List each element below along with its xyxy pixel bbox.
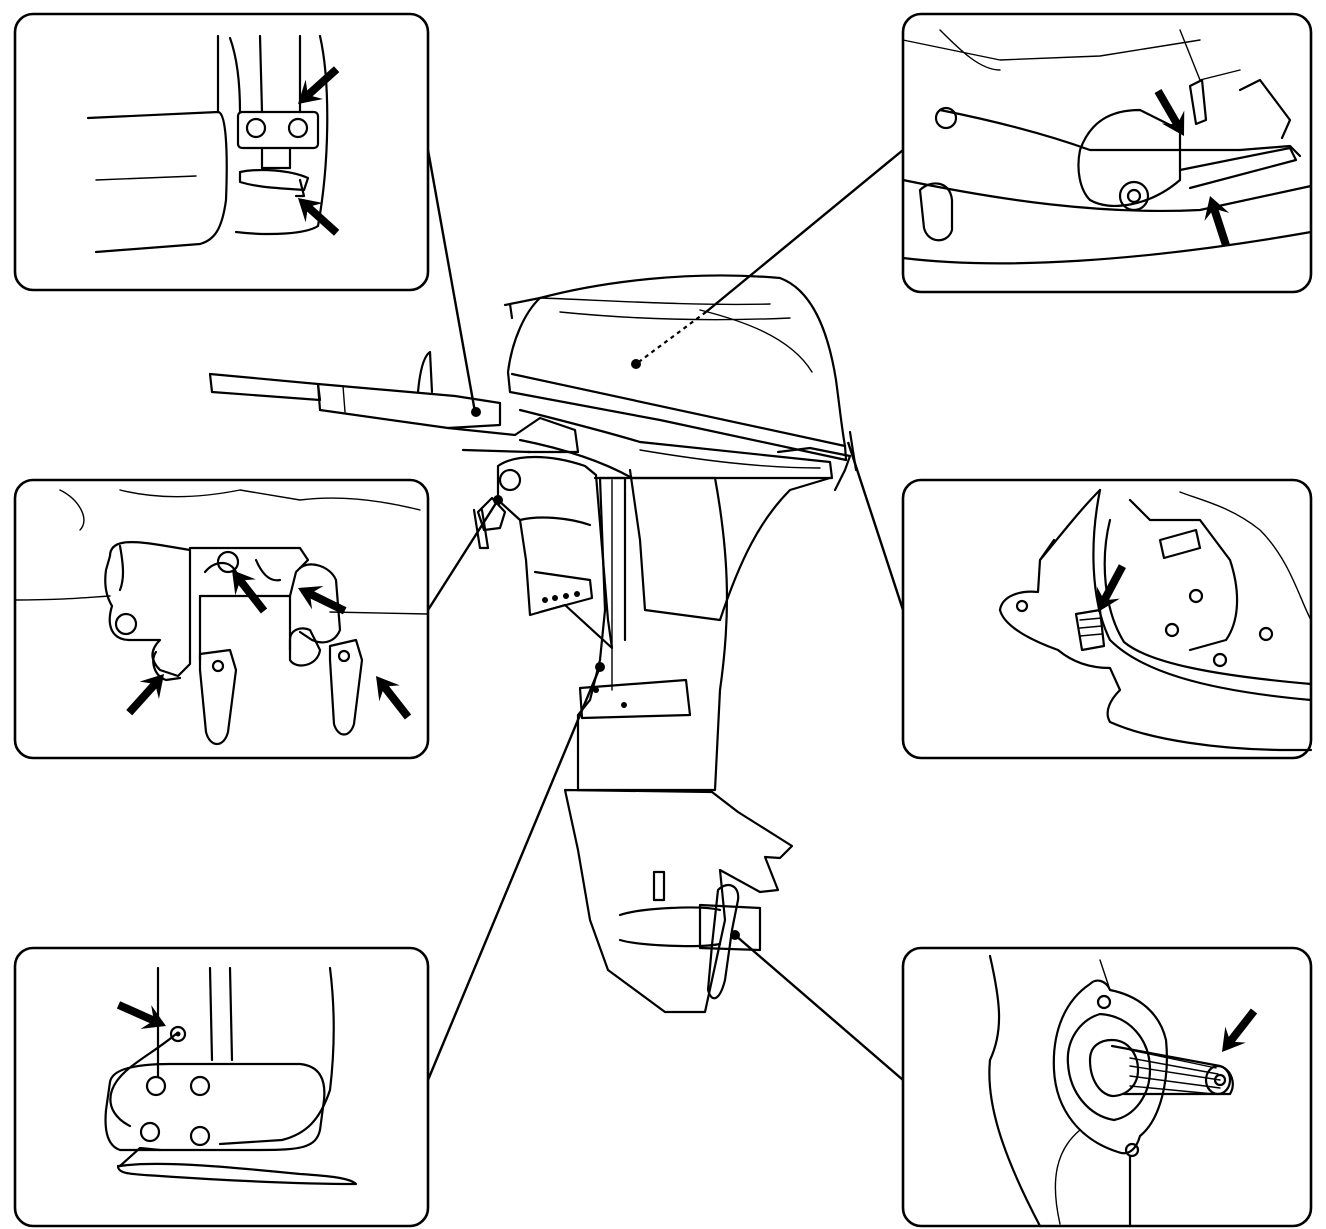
- detail-clamp-swivel-bracket: [13, 478, 430, 760]
- detail-anode-ground-lead: [13, 946, 430, 1228]
- lower-cowling: [518, 408, 858, 622]
- midsection: [576, 476, 729, 792]
- detail-cowl-latch: [901, 478, 1313, 760]
- top-cowling: [503, 274, 848, 462]
- detail-throttle-cable-link: [901, 12, 1313, 294]
- outboard-motor: [208, 274, 858, 1014]
- detail-tiller-pivot-bracket: [13, 12, 430, 292]
- tiller-handle: [208, 350, 580, 454]
- detail-propeller-shaft: [901, 946, 1313, 1228]
- gearcase: [563, 788, 794, 1014]
- leader-lines: [426, 149, 905, 1081]
